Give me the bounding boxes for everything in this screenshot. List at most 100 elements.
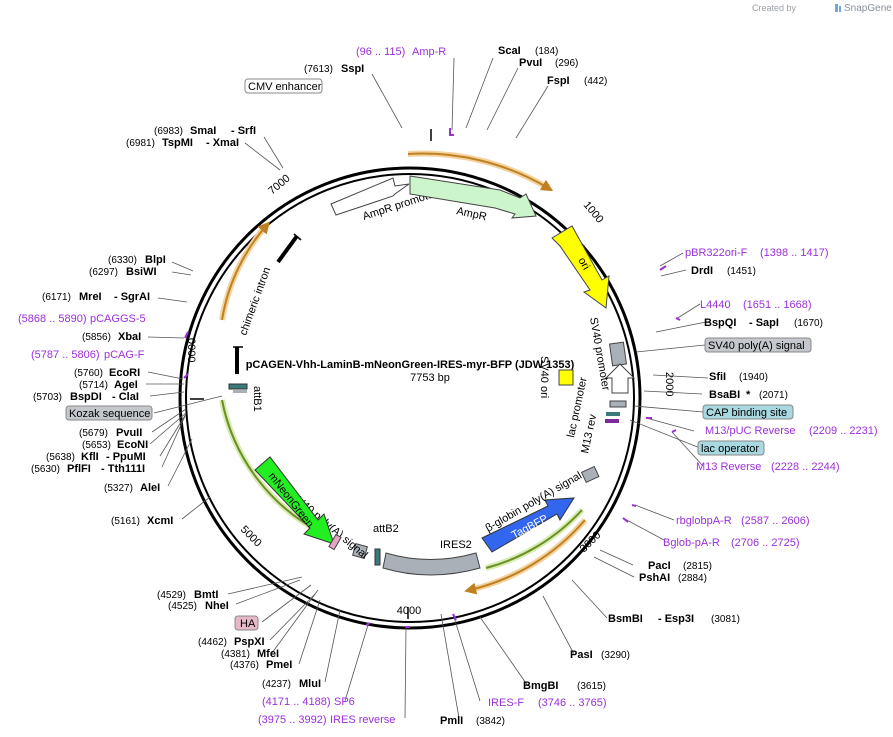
site-pasi[interactable]: PasI <box>570 649 593 661</box>
feature-ha-tag[interactable] <box>328 533 342 551</box>
feature-lac-promoter[interactable] <box>609 400 627 408</box>
site-scai[interactable]: ScaI <box>498 45 521 57</box>
ha-box[interactable] <box>234 615 259 631</box>
primer-rbglobpa-name[interactable]: rbglobpA-R <box>676 515 732 527</box>
site-bspqi[interactable]: BspQI <box>704 317 736 329</box>
site-pmei[interactable]: PmeI <box>266 659 292 671</box>
primer-pcagf-name[interactable]: pCAG-F <box>104 349 145 361</box>
site-fspi[interactable]: FspI <box>547 75 570 87</box>
feature-mneongreen[interactable] <box>254 456 335 545</box>
site-xcmi[interactable]: XcmI <box>147 515 173 527</box>
site-bsmbi[interactable]: BsmBI <box>608 613 643 625</box>
site-bmgbi[interactable]: BmgBI <box>523 680 558 692</box>
site-alei[interactable]: AleI <box>140 482 160 494</box>
feature-cap-site[interactable] <box>606 412 620 416</box>
primer-pcaggs5-name[interactable]: pCAGGS-5 <box>90 313 146 325</box>
site-pshai[interactable]: PshAI <box>639 572 670 584</box>
site-mlui-pos: (4237) <box>262 679 291 690</box>
site-bsabi[interactable]: BsaBI <box>709 389 740 401</box>
sv40-pa-box[interactable] <box>704 337 812 353</box>
site-bsabi-pos: (2071) <box>759 390 788 401</box>
site-mlui[interactable]: MluI <box>299 678 321 690</box>
primer-ampr-name[interactable]: Amp-R <box>412 46 446 58</box>
orf-bfp-inner[interactable] <box>485 509 583 569</box>
feature-chimeric-intron-label: chimeric intron <box>238 266 274 337</box>
site-pvui[interactable]: PvuI <box>519 57 542 69</box>
kozak-box[interactable] <box>65 405 153 421</box>
primer-pbr322-name[interactable]: pBR322ori-F <box>685 247 748 259</box>
feature-attb1-label: attB1 <box>251 386 263 412</box>
tick-label-7000: 7000 <box>266 172 292 197</box>
site-agei[interactable]: AgeI <box>114 379 138 391</box>
cmv-enhancer-box[interactable] <box>244 78 323 94</box>
site-pmli[interactable]: PmlI <box>440 715 463 727</box>
site-tspmi[interactable]: TspMI <box>162 137 193 149</box>
orf-ampr[interactable] <box>407 152 554 192</box>
primer-l4440-name[interactable]: L4440 <box>700 299 731 311</box>
site-sapi[interactable]: - SapI <box>749 317 779 329</box>
site-ppumi[interactable]: - PpuMI <box>106 451 146 463</box>
cap-binding-box[interactable] <box>702 404 794 420</box>
tick-label-1000: 1000 <box>581 199 606 225</box>
site-sspi[interactable]: SspI <box>341 63 364 75</box>
primer-iresf-name[interactable]: IRES-F <box>488 697 524 709</box>
feature-ampr-promoter[interactable] <box>330 177 410 216</box>
primer-m13rev-name[interactable]: M13 Reverse <box>696 461 761 473</box>
site-mrei[interactable]: MreI <box>79 291 102 303</box>
feature-chimeric-intron[interactable] <box>276 234 299 264</box>
feature-tagbfp[interactable] <box>481 497 575 553</box>
feature-attb2[interactable] <box>374 548 381 566</box>
feature-ampr[interactable] <box>409 175 537 219</box>
lac-operator-box[interactable] <box>697 440 765 456</box>
site-bsmbi-pos: (3081) <box>711 614 740 625</box>
site-bsiwi[interactable]: BsiWI <box>126 266 157 278</box>
site-bmti[interactable]: BmtI <box>194 589 218 601</box>
site-kfli[interactable]: KflI <box>81 451 99 463</box>
lac-operator-label: lac operator <box>701 443 759 455</box>
site-ecori-pos: (5760) <box>74 368 103 379</box>
site-bsabi-star: * <box>746 389 751 401</box>
site-blpi[interactable]: BlpI <box>145 254 166 266</box>
site-smai[interactable]: SmaI <box>190 125 216 137</box>
site-nhei[interactable]: NheI <box>205 600 229 612</box>
orf-tagbfp[interactable] <box>464 519 586 595</box>
feature-sv40-pa-lower[interactable] <box>352 543 368 559</box>
feature-attb1[interactable] <box>228 383 248 390</box>
feature-sv40-promoter[interactable] <box>604 363 636 394</box>
feature-sv40-pa-small[interactable] <box>608 341 628 367</box>
site-pvuii[interactable]: PvuII <box>116 427 142 439</box>
primer-sp6-name[interactable]: SP6 <box>334 696 355 708</box>
site-scai-pos: (184) <box>535 46 558 57</box>
primer-bglobpa-name[interactable]: Bglob-pA-R <box>663 537 720 549</box>
site-clai[interactable]: - ClaI <box>112 391 139 403</box>
site-xbai[interactable]: XbaI <box>118 331 141 343</box>
site-esp3i[interactable]: - Esp3I <box>658 613 694 625</box>
site-mfei[interactable]: MfeI <box>257 648 279 660</box>
site-srfi[interactable]: - SrfI <box>231 125 256 137</box>
site-xmai[interactable]: - XmaI <box>206 137 239 149</box>
site-sgrai[interactable]: - SgrAI <box>114 291 150 303</box>
site-bspdi[interactable]: BspDI <box>70 391 102 403</box>
feature-ires2[interactable] <box>382 552 481 576</box>
feature-ori[interactable] <box>551 225 610 309</box>
site-sfii[interactable]: SfiI <box>709 371 726 383</box>
feature-lac-operator[interactable] <box>605 419 619 423</box>
primer-iresrev-name[interactable]: IRES reverse <box>330 714 395 726</box>
site-drdi[interactable]: DrdI <box>691 265 713 277</box>
site-pspxi[interactable]: PspXI <box>234 636 265 648</box>
site-pmli-pos: (3842) <box>476 716 505 727</box>
feature-m13-rev-label: M13 rev <box>579 413 599 455</box>
site-pflfi[interactable]: PflFI <box>67 463 91 475</box>
site-ecori[interactable]: EcoRI <box>109 367 140 379</box>
site-econi[interactable]: EcoNI <box>117 439 148 451</box>
site-paci[interactable]: PacI <box>648 560 671 572</box>
snapgene-logo-icon <box>835 4 841 12</box>
feature-sv40-ori[interactable] <box>558 369 574 386</box>
site-tth111i[interactable]: - Tth111I <box>101 463 145 475</box>
cap-binding-label: CAP binding site <box>706 407 787 419</box>
primer-m13puc-name[interactable]: M13/pUC Reverse <box>705 425 795 437</box>
feature-kozak[interactable] <box>233 390 247 393</box>
orf-vhh[interactable] <box>221 221 270 321</box>
feature-small-gray[interactable] <box>580 465 600 484</box>
